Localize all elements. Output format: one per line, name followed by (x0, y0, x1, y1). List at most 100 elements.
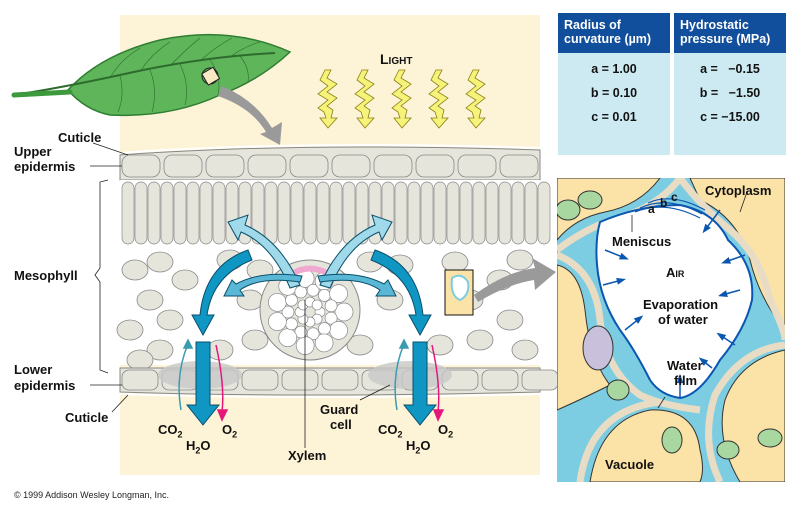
palisade-cell (147, 181, 161, 245)
label-air: Air (666, 265, 685, 280)
vascular-cell (314, 333, 334, 353)
epidermal-cell (289, 154, 329, 178)
o2-left-text: O (222, 422, 233, 437)
co2-right-sub: 2 (397, 429, 403, 440)
palisade-cell (407, 181, 421, 245)
label-a: a (648, 202, 655, 216)
table-cell: a = 1.00 (591, 62, 637, 76)
lightning-bolt-icon (465, 69, 486, 129)
label-xylem: Xylem (288, 448, 327, 463)
label-co2-left: CO2 (158, 422, 183, 443)
o2-left-sub: 2 (232, 429, 238, 440)
meniscus-lines (634, 198, 706, 219)
spongy-cell (206, 339, 234, 361)
label-water-film-1: Water (667, 358, 703, 373)
palisade-cell (342, 181, 356, 245)
vascular-cell (334, 302, 354, 322)
label-vacuole: Vacuole (605, 457, 655, 472)
water-flow-arrows (185, 214, 438, 426)
palisade-cell (186, 181, 200, 245)
label-o2-left: O2 (222, 422, 237, 443)
header-radius-line1: Radius of (564, 18, 621, 32)
arrowhead (718, 290, 728, 297)
epidermal-cell (281, 369, 319, 391)
palisade-cell (212, 181, 226, 245)
h2o-right-sub: 2 (415, 445, 421, 456)
spongy-cell (466, 329, 494, 351)
header-radius-line2: curvature (µm) (564, 32, 652, 46)
evaporation-arrows (602, 209, 746, 398)
epidermal-cell (121, 154, 161, 178)
nucleus (582, 325, 614, 371)
arrowhead (698, 357, 709, 366)
vascular-cell (285, 317, 298, 331)
palisade-cell (537, 181, 551, 245)
table-header-pressure: Hydrostatic pressure (MPa) (674, 13, 786, 53)
palisade-cell (251, 181, 265, 245)
spongy-cell (121, 259, 149, 281)
label-cuticle-top: Cuticle (58, 130, 102, 145)
co2-left-sub: 2 (177, 429, 183, 440)
palisade-cell (524, 181, 538, 245)
spongy-cell (426, 334, 454, 356)
spongy-cell (506, 249, 534, 271)
palisade-cell (199, 181, 213, 245)
palisade-cell (160, 181, 174, 245)
epidermal-cell (499, 154, 539, 178)
detail-panel (557, 178, 785, 482)
guard-cell-right (368, 361, 452, 389)
vascular-cell (318, 322, 331, 335)
label-cytoplasm: Cytoplasm (705, 183, 772, 198)
palisade-cell (472, 181, 486, 245)
palisade-cell (459, 181, 473, 245)
palisade-cell (498, 181, 512, 245)
epidermal-cell (415, 154, 455, 178)
epidermal-cell (373, 154, 413, 178)
leaf-icon (11, 33, 292, 117)
vascular-cell (318, 289, 331, 302)
palisade-cell (121, 181, 135, 245)
spongy-cell (511, 339, 539, 361)
label-h2o-right: H2O (406, 438, 431, 459)
arrowhead (702, 223, 711, 234)
vascular-cell (329, 284, 348, 303)
vascular-cell (268, 312, 287, 331)
label-c: c (671, 190, 678, 204)
palisade-cell (485, 181, 499, 245)
table-column-radius: Radius of curvature (µm) a = 1.00 b = 0.… (558, 13, 670, 155)
arrowhead (633, 315, 644, 324)
vascular-cell (285, 293, 298, 307)
lightning-bolt-icon (354, 69, 375, 129)
arrowhead (716, 332, 727, 341)
palisade-cell (329, 181, 343, 245)
header-pressure-line1: Hydrostatic (680, 18, 749, 32)
label-upper-epidermis-1: Upper (14, 144, 52, 159)
arrowhead (616, 277, 626, 285)
palisade-cell (511, 181, 525, 245)
co2-left-text: CO (158, 422, 178, 437)
epidermal-cell (321, 369, 359, 391)
label-lower-epidermis-1: Lower (14, 362, 53, 377)
palisade-cell (394, 181, 408, 245)
lightning-bolt-icon (428, 69, 449, 129)
vascular-cell (306, 327, 320, 341)
spongy-cell (171, 269, 199, 291)
spongy-cell (146, 251, 174, 273)
epidermal-cell (205, 154, 245, 178)
label-o2-right: O2 (438, 422, 453, 443)
copyright-notice: © 1999 Addison Wesley Longman, Inc. (14, 490, 170, 500)
epidermal-cell (457, 154, 497, 178)
palisade-mesophyll (120, 180, 551, 250)
epidermal-cell (241, 369, 279, 391)
palisade-cell (264, 181, 278, 245)
vascular-cell (324, 299, 338, 313)
lightning-bolt-icon (317, 69, 338, 129)
palisade-cell (173, 181, 187, 245)
arrowhead (676, 373, 684, 384)
epidermal-cell (163, 154, 203, 178)
spongy-cell (441, 251, 469, 273)
vascular-cell (268, 293, 287, 312)
spongy-cell (241, 329, 269, 351)
vascular-cell (306, 283, 320, 297)
